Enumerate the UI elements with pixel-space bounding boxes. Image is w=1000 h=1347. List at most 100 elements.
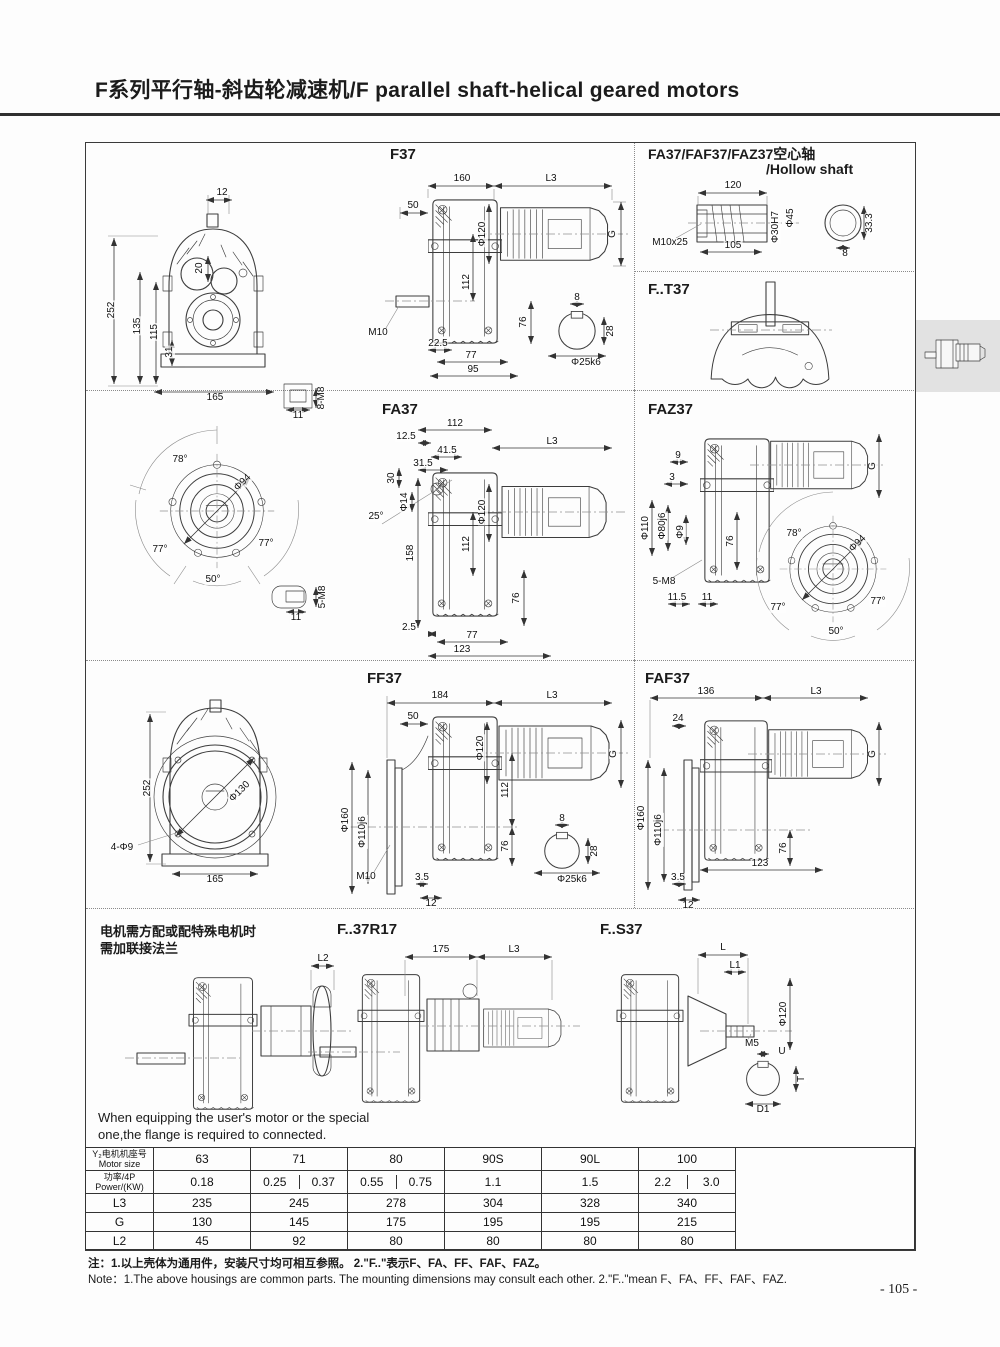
dim-label: M10: [367, 327, 389, 338]
power-cell: 2.2 3.0: [638, 1170, 736, 1194]
dim-label: 77°: [151, 544, 169, 555]
dim-label: Φ25k6: [570, 357, 602, 368]
dim-label: Φ45: [785, 207, 796, 229]
L3-cell: 278: [347, 1193, 445, 1213]
dim-label: 123: [452, 644, 472, 655]
dim-label: 20: [194, 261, 205, 275]
row-header-L2: L2: [85, 1231, 154, 1250]
power-value: 2.2: [654, 1175, 672, 1189]
table-row-motor-size: Y₂电机机座号 Motor size 63 71 80 90S 90L 100: [85, 1147, 915, 1250]
dim-label: Φ120: [475, 734, 486, 762]
divider-vertical-row3: [634, 660, 635, 908]
power-value: 0.75: [395, 1175, 445, 1189]
dim-label: 9: [674, 450, 682, 461]
dim-label: L3: [544, 173, 558, 184]
dim-label: M5: [744, 1038, 760, 1049]
dim-label: 76: [725, 534, 736, 548]
dim-label: 76: [518, 315, 529, 329]
dim-label: 3.5: [414, 872, 430, 883]
dim-label: 12: [424, 898, 438, 909]
L2-cell: 80: [444, 1231, 542, 1250]
section-title-ft37: F..T37: [648, 281, 690, 298]
dim-label: Φ120: [477, 220, 488, 248]
motor-size-cell: 80: [347, 1147, 445, 1171]
dim-label: 4-Φ9: [109, 842, 135, 853]
G-cell: 195: [444, 1212, 542, 1232]
section-title-fa37: FA37: [382, 401, 418, 418]
section-subtitle-hollow: /Hollow shaft: [766, 161, 854, 177]
dim-label: 112: [446, 418, 464, 429]
dim-label: 25°: [367, 511, 385, 522]
dim-label: 76: [778, 841, 789, 855]
divider-row3-row4: [86, 908, 914, 909]
dim-label: M10: [355, 871, 377, 882]
flange-note-cn-line2: 需加联接法兰: [100, 941, 179, 956]
divider-row2-row3: [86, 660, 914, 661]
dim-label: 77°: [257, 538, 275, 549]
divider-vertical-row1: [634, 143, 635, 390]
dim-label: 165: [205, 392, 225, 403]
dim-label: Φ30H7: [770, 210, 781, 244]
dim-label: 105: [723, 240, 743, 251]
section-title-hollow: FA37/FAF37/FAZ37空心轴: [648, 146, 816, 162]
power-cell: 0.25 0.37: [250, 1170, 348, 1194]
power-value: 0.37: [298, 1175, 348, 1189]
drawing-panel-border: [85, 142, 916, 1251]
footnote-en: Note：1.The above housings are common par…: [88, 1274, 787, 1286]
dim-label: 76: [511, 591, 522, 605]
dim-label: 3.5: [670, 872, 686, 883]
dim-label: 175: [431, 944, 451, 955]
power-cell: 1.5: [541, 1170, 639, 1194]
dim-label: Φ25k6: [556, 874, 588, 885]
L2-cell: 80: [541, 1231, 639, 1250]
page-number: - 105 -: [880, 1282, 918, 1297]
dim-label: L1: [728, 960, 742, 971]
motor-size-cell: 71: [250, 1147, 348, 1171]
dim-label: 77: [465, 630, 479, 641]
dim-label: 136: [696, 686, 716, 697]
dim-label: 8: [573, 292, 581, 303]
L2-cell: 80: [638, 1231, 736, 1250]
dim-label: 30: [386, 471, 397, 485]
L2-cell: 92: [250, 1231, 348, 1250]
motor-size-label-en: Motor size: [98, 1159, 141, 1169]
dim-label: 11.5: [666, 592, 688, 603]
L3-cell: 304: [444, 1193, 542, 1213]
flange-note-en-line1: When equipping the user's motor or the s…: [98, 1110, 370, 1125]
dim-label: 77°: [769, 602, 787, 613]
row-header-power: 功率/4P Power/(KW): [85, 1170, 154, 1194]
dim-label: 8: [558, 813, 566, 824]
section-title-faf37: FAF37: [645, 670, 691, 687]
flange-note-cn-line1: 电机需方配或配特殊电机时: [100, 924, 257, 939]
dim-label: 184: [430, 690, 450, 701]
dim-label: 50°: [827, 626, 845, 637]
table-row-power: 功率/4P Power/(KW) 0.18 0.25 0.37 0.55 0.7…: [85, 1170, 915, 1194]
power-cell: 0.55 0.75: [347, 1170, 445, 1194]
dim-label: T: [796, 1074, 807, 1084]
motor-size-cell: 90S: [444, 1147, 542, 1171]
divider-vertical-row2: [634, 390, 635, 660]
dim-label: U: [777, 1046, 787, 1057]
dim-label: L: [719, 942, 727, 953]
G-cell: 195: [541, 1212, 639, 1232]
dim-label: 135: [132, 316, 143, 336]
dim-label: Φ110: [640, 515, 651, 541]
section-title-fs37: F..S37: [600, 921, 643, 938]
L2-cell: 45: [153, 1231, 251, 1250]
L3-cell: 245: [250, 1193, 348, 1213]
dim-label: 22.5: [427, 338, 449, 349]
dim-label: Φ9: [675, 524, 686, 540]
dim-label: 50: [406, 711, 420, 722]
dim-label: L3: [545, 436, 559, 447]
page-title: F系列平行轴-斜齿轮减速机/F parallel shaft-helical g…: [95, 79, 740, 102]
dim-label: Φ80j6: [657, 511, 668, 541]
dim-label: 33.3: [864, 212, 875, 234]
table-row-L2: L2 45 92 80 80 80 80: [85, 1231, 915, 1250]
page-margin-thumbnail: [916, 320, 1000, 392]
power-value: 0.25: [263, 1175, 287, 1189]
dim-label: 5-M8: [651, 576, 677, 587]
table-row-G: G 130 145 175 195 195 215: [85, 1212, 915, 1232]
dim-label: 112: [500, 781, 511, 799]
dimension-table: Y₂电机机座号 Motor size 63 71 80 90S 90L 100 …: [85, 1147, 915, 1250]
